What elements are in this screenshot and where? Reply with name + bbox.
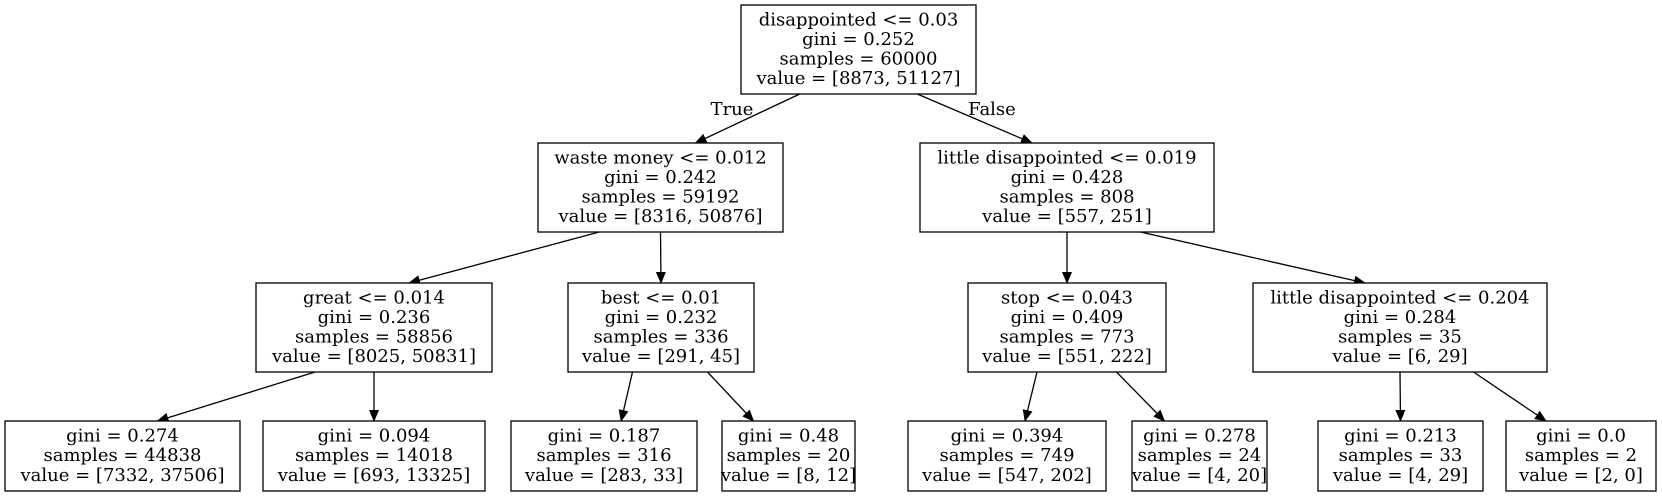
node-line: gini = 0.0 bbox=[1536, 426, 1626, 447]
node-line: gini = 0.274 bbox=[66, 426, 179, 447]
node-box bbox=[1505, 420, 1657, 492]
edge-label-true: True bbox=[711, 99, 754, 120]
node-line: value = [557, 251] bbox=[981, 206, 1152, 227]
node-line: value = [7332, 37506] bbox=[20, 465, 225, 486]
node-line: samples = 20 bbox=[727, 445, 851, 466]
node-line: value = [8316, 50876] bbox=[558, 206, 763, 227]
node-line: value = [693, 13325] bbox=[277, 465, 471, 486]
node-line: gini = 0.409 bbox=[1011, 307, 1124, 328]
node-box bbox=[262, 420, 486, 492]
node-line: samples = 14018 bbox=[295, 445, 453, 466]
node-line: value = [6, 29] bbox=[1331, 346, 1467, 367]
node-box bbox=[510, 420, 698, 492]
edge-n6-n14 bbox=[1473, 371, 1547, 422]
node-line: samples = 35 bbox=[1338, 327, 1462, 348]
node-line: gini = 0.394 bbox=[951, 426, 1064, 447]
node-line: gini = 0.236 bbox=[318, 307, 431, 328]
node-line: samples = 33 bbox=[1339, 445, 1463, 466]
edge-n5-n12 bbox=[1116, 371, 1166, 422]
node-line: great <= 0.014 bbox=[303, 287, 445, 308]
node-line: samples = 44838 bbox=[44, 445, 202, 466]
node-line: gini = 0.252 bbox=[802, 29, 915, 50]
edge-n4-n9 bbox=[618, 371, 634, 422]
node-line: value = [8025, 50831] bbox=[271, 346, 476, 367]
node-line: disappointed <= 0.03 bbox=[759, 9, 959, 30]
edge-n3-n7 bbox=[156, 371, 316, 423]
node-box bbox=[255, 282, 493, 373]
node-box bbox=[1252, 282, 1548, 373]
node-box bbox=[537, 142, 784, 233]
node-line: little disappointed <= 0.019 bbox=[937, 147, 1196, 168]
node-line: gini = 0.232 bbox=[605, 307, 718, 328]
node-line: value = [547, 202] bbox=[921, 465, 1092, 486]
node-line: samples = 59192 bbox=[582, 187, 740, 208]
node-line: value = [283, 33] bbox=[524, 465, 683, 486]
edge-n0-n2 bbox=[916, 93, 1033, 144]
node-line: samples = 60000 bbox=[780, 49, 938, 70]
node-line: samples = 808 bbox=[999, 187, 1134, 208]
node-box bbox=[907, 420, 1107, 492]
node-box bbox=[1317, 420, 1484, 492]
node-line: value = [4, 20] bbox=[1131, 465, 1267, 486]
node-line: stop <= 0.043 bbox=[1001, 287, 1133, 308]
node-line: gini = 0.284 bbox=[1344, 307, 1457, 328]
edge-n4-n10 bbox=[707, 371, 755, 422]
edges-layer: True False bbox=[156, 93, 1547, 423]
node-line: value = [8, 12] bbox=[720, 465, 856, 486]
node-box bbox=[919, 142, 1215, 233]
edge-n1-n3 bbox=[408, 231, 600, 285]
node-line: gini = 0.094 bbox=[318, 426, 431, 447]
node-box bbox=[740, 4, 977, 95]
node-line: samples = 336 bbox=[593, 327, 728, 348]
node-line: samples = 749 bbox=[939, 445, 1074, 466]
node-box bbox=[4, 420, 241, 492]
edge-n1-n4 bbox=[655, 231, 666, 284]
node-line: value = [551, 222] bbox=[981, 346, 1152, 367]
node-box bbox=[721, 420, 856, 492]
node-line: little disappointed <= 0.204 bbox=[1270, 287, 1529, 308]
node-line: gini = 0.213 bbox=[1344, 426, 1457, 447]
node-line: gini = 0.242 bbox=[604, 167, 717, 188]
node-line: gini = 0.187 bbox=[548, 426, 661, 447]
node-line: value = [2, 0] bbox=[1518, 465, 1643, 486]
node-line: best <= 0.01 bbox=[601, 287, 721, 308]
node-line: gini = 0.428 bbox=[1011, 167, 1124, 188]
edge-n5-n11 bbox=[1022, 371, 1038, 422]
node-line: samples = 316 bbox=[536, 445, 671, 466]
node-box bbox=[1131, 420, 1268, 492]
node-line: gini = 0.48 bbox=[738, 426, 839, 447]
node-box bbox=[567, 282, 755, 373]
node-box bbox=[967, 282, 1167, 373]
node-line: samples = 773 bbox=[999, 327, 1134, 348]
node-line: value = [4, 29] bbox=[1332, 465, 1468, 486]
node-line: samples = 2 bbox=[1525, 445, 1637, 466]
edge-label-false: False bbox=[968, 99, 1016, 120]
node-line: waste money <= 0.012 bbox=[554, 147, 766, 168]
node-line: gini = 0.278 bbox=[1143, 426, 1256, 447]
node-line: samples = 58856 bbox=[295, 327, 453, 348]
edge-n6-n13 bbox=[1395, 371, 1406, 422]
node-line: value = [8873, 51127] bbox=[756, 68, 961, 89]
edge-n2-n6 bbox=[1140, 231, 1366, 286]
edge-n0-n1 bbox=[694, 93, 801, 144]
node-line: samples = 24 bbox=[1138, 445, 1262, 466]
node-line: value = [291, 45] bbox=[581, 346, 740, 367]
